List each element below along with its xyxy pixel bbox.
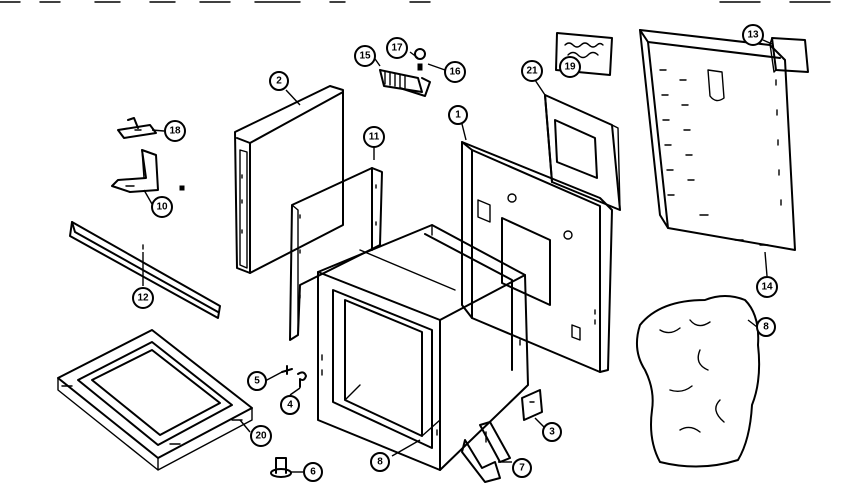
upper-bracket-part	[117, 117, 157, 139]
callout-1: 1	[448, 105, 468, 125]
clip-part	[297, 371, 307, 388]
callout-15-label: 15	[359, 51, 371, 62]
callout-18-label: 18	[169, 126, 181, 137]
hinge-bracket-part	[111, 149, 185, 193]
window-frame-part	[544, 94, 621, 211]
side-liner-part	[289, 167, 383, 341]
small-bracket-part	[769, 37, 809, 73]
callout-14: 14	[756, 276, 778, 298]
callout-14-label: 14	[761, 282, 773, 293]
fitting-assembly-part	[379, 48, 431, 97]
callout-16: 16	[444, 61, 466, 83]
label-plate-part	[555, 32, 613, 76]
callout-10: 10	[151, 196, 173, 218]
leader-lines	[142, 39, 773, 473]
callout-21-label: 21	[526, 66, 538, 77]
callout-7: 7	[512, 458, 532, 478]
angle-bracket-part	[521, 389, 543, 421]
callout-18: 18	[164, 120, 186, 142]
door-hinge-part	[461, 421, 511, 483]
rear-panel-part	[461, 141, 613, 373]
callout-5-label: 5	[254, 376, 260, 387]
callout-11: 11	[363, 126, 385, 148]
callout-5: 5	[247, 371, 267, 391]
callout-16-label: 16	[449, 67, 461, 78]
callout-4-label: 4	[287, 400, 293, 411]
door-inner-part	[57, 329, 253, 471]
callout-8-cavity: 8	[370, 452, 390, 472]
callout-13: 13	[742, 24, 764, 46]
callout-6-label: 6	[310, 467, 316, 478]
callout-20: 20	[250, 425, 272, 447]
oven-cavity-part	[317, 224, 529, 471]
callout-8-insulation-label: 8	[763, 322, 769, 333]
callouts: 1 2 3 4 5 6 7 8 8 10 11 12 13 14 15 16 1…	[132, 24, 778, 482]
leveling-leg-part	[270, 457, 292, 478]
callout-8-cavity-label: 8	[377, 457, 383, 468]
callout-12: 12	[132, 287, 154, 309]
insulation-blanket-part	[635, 295, 761, 468]
callout-15: 15	[354, 45, 376, 67]
back-cover-part	[639, 29, 796, 251]
rail-part	[69, 221, 221, 319]
callout-3-label: 3	[549, 427, 555, 438]
callout-11-label: 11	[369, 132, 380, 143]
callout-19-label: 19	[564, 62, 576, 73]
callout-21: 21	[521, 60, 543, 82]
callout-12-label: 12	[137, 293, 149, 304]
callout-17-label: 17	[391, 43, 403, 54]
callout-2-label: 2	[276, 76, 282, 87]
side-panel-part	[234, 85, 344, 274]
callout-6: 6	[303, 462, 323, 482]
callout-2: 2	[269, 71, 289, 91]
callout-10-label: 10	[156, 202, 168, 213]
callout-7-label: 7	[519, 463, 525, 474]
callout-17: 17	[386, 37, 408, 59]
callout-8-insulation: 8	[756, 317, 776, 337]
callout-20-label: 20	[255, 431, 267, 442]
callout-19: 19	[559, 56, 581, 78]
callout-1-label: 1	[455, 110, 461, 121]
screw-part	[281, 365, 293, 375]
callout-13-label: 13	[747, 30, 759, 41]
callout-4: 4	[280, 395, 300, 415]
callout-3: 3	[542, 422, 562, 442]
